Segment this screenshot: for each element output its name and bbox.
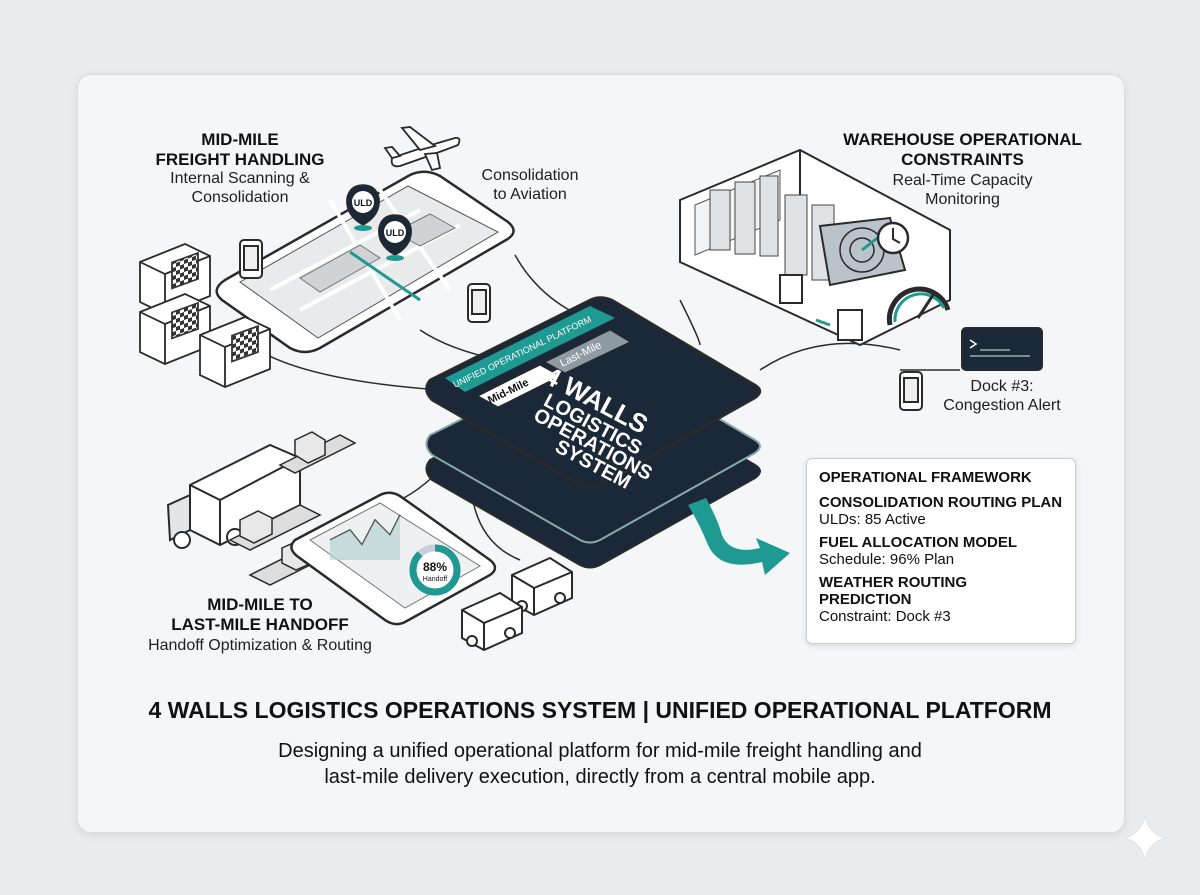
midmile-title-line2: FREIGHT HANDLING	[155, 150, 325, 170]
aviation-line1: Consolidation	[481, 167, 579, 184]
warehouse-title-line1: WAREHOUSE OPERATIONAL	[843, 130, 1082, 149]
phone-icon	[899, 371, 923, 411]
dock-line1: Dock #3:	[970, 378, 1034, 395]
midmile-tablet-illustration: ULD ULD	[215, 170, 515, 354]
uld-marker-label-1: ULD	[354, 198, 373, 208]
midmile-label: MID-MILE FREIGHT HANDLING Internal Scann…	[150, 130, 330, 208]
framework-item: FUEL ALLOCATION MODEL Schedule: 96% Plan	[819, 534, 1063, 568]
framework-item: WEATHER ROUTING PREDICTION Constraint: D…	[819, 574, 1063, 625]
warehouse-title-line2: CONSTRAINTS	[901, 150, 1024, 170]
framework-item-value: ULDs: 85 Active	[819, 511, 926, 528]
footer-sub-line1: Designing a unified operational platform…	[278, 740, 922, 762]
qr-crates-illustration	[139, 243, 271, 388]
uld-marker-icon	[378, 214, 412, 261]
dock-alert-label: Dock #3: Congestion Alert	[932, 378, 1072, 416]
airplane-icon	[383, 126, 461, 172]
midmile-sub-line2: Consolidation	[191, 188, 289, 206]
warehouse-sub-line2: Monitoring	[925, 190, 1000, 208]
terminal-icon	[961, 327, 1043, 371]
clock-icon	[876, 221, 910, 255]
dock-line2: Congestion Alert	[943, 396, 1061, 414]
framework-item-value: Constraint: Dock #3	[819, 608, 951, 625]
warehouse-sub-line1: Real-Time Capacity	[892, 172, 1033, 190]
aviation-line2: to Aviation	[493, 185, 567, 203]
phone-icon	[239, 239, 263, 279]
uld-marker-label-2: ULD	[386, 228, 405, 238]
framework-item: CONSOLIDATION ROUTING PLAN ULDs: 85 Acti…	[819, 494, 1063, 528]
warehouse-label: WAREHOUSE OPERATIONAL CONSTRAINTS Real-T…	[830, 130, 1095, 210]
framework-item-heading: FUEL ALLOCATION MODEL	[819, 534, 1018, 551]
handoff-sub: Handoff Optimization & Routing	[148, 637, 372, 655]
midmile-title-line1: MID-MILE	[201, 130, 279, 149]
footer-sub-line2: last-mile delivery execution, directly f…	[324, 766, 876, 788]
footer-subtitle: Designing a unified operational platform…	[150, 738, 1050, 790]
central-platform-stack	[425, 296, 762, 569]
framework-item-heading: WEATHER ROUTING PREDICTION	[819, 574, 968, 608]
sparkle-icon	[1123, 814, 1167, 862]
midmile-sub-line1: Internal Scanning &	[170, 170, 310, 188]
delivery-van-icon	[511, 556, 573, 617]
handoff-title-line2: LAST-MILE HANDOFF	[171, 615, 349, 635]
operational-framework-panel: OPERATIONAL FRAMEWORK CONSOLIDATION ROUT…	[806, 458, 1076, 644]
handoff-gauge-value: 88%	[423, 560, 447, 574]
delivery-van-icon	[461, 591, 523, 652]
handoff-gauge-caption: Handoff	[423, 576, 447, 583]
framework-item-heading: CONSOLIDATION ROUTING PLAN	[819, 494, 1063, 511]
flow-arrow-icon	[688, 498, 790, 575]
handoff-gauge	[409, 544, 461, 596]
phone-icon	[467, 283, 491, 323]
framework-item-value: Schedule: 96% Plan	[819, 551, 955, 568]
aviation-label: Consolidation to Aviation	[465, 167, 595, 205]
handoff-title-line1: MID-MILE TO	[207, 595, 313, 614]
uld-marker-icon	[346, 184, 380, 231]
footer-title: 4 WALLS LOGISTICS OPERATIONS SYSTEM | UN…	[148, 697, 1052, 723]
speedometer-gauge-icon	[886, 286, 951, 326]
handoff-label: MID-MILE TO LAST-MILE HANDOFF Handoff Op…	[110, 595, 410, 656]
framework-title: OPERATIONAL FRAMEWORK	[819, 469, 1032, 486]
